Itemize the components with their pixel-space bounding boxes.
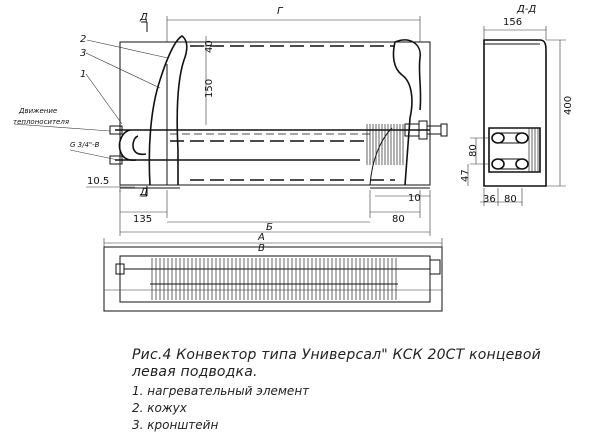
legend-item-bracket: 3. кронштейн [132,418,219,432]
dim-400: 400 [563,96,574,115]
figure-caption: Рис.4 Конвектор типа Универсал" КСК 20СТ… [132,347,592,434]
dim-80-bottom: 80 [392,214,405,225]
dim-135: 135 [133,214,152,225]
dim-a: А [257,232,265,243]
legend-item-casing: 2. кожух [132,401,187,415]
dim-80-section: 80 [504,194,517,205]
caption-title-line1: Рис.4 Конвектор типа Универсал" КСК 20СТ… [132,347,541,363]
dim-b-small: Б [266,222,273,233]
caption-title-line2: левая подводка. [132,364,258,380]
front-view [109,35,448,189]
flow-label-line1: Движение [18,107,57,115]
plan-fins [151,258,397,300]
callout-2: 2 [80,34,86,45]
legend-item-heating-element: 1. нагревательный элемент [132,384,310,398]
dim-36: 36 [483,194,496,205]
side-dimensions [467,26,566,206]
thread-label: G 3/4"-В [70,141,100,149]
front-fins [366,124,404,165]
dim-10-5: 10.5 [87,176,109,187]
dim-156: 156 [503,17,522,28]
section-marker-bottom: Д [139,187,148,198]
section-marker-top: Д [139,12,148,23]
flow-label-line2: теплоносителя [13,118,69,126]
front-dimensions [13,16,431,236]
dim-150: 150 [204,79,215,98]
dim-47: 47 [460,169,471,182]
callout-3: 3 [80,48,86,59]
callout-1: 1 [80,69,86,80]
side-section-view [483,39,547,187]
plan-view [103,246,443,312]
dim-80-side: 80 [468,144,479,157]
plan-dimensions [103,238,443,248]
section-label: Д-Д [516,4,536,15]
dim-v: В [258,243,265,254]
dim-40: 40 [204,40,215,53]
dim-g: Г [277,6,284,17]
side-fins [528,128,539,172]
caption-legend: 1. нагревательный элемент 2. кожух 3. кр… [132,383,592,434]
dim-10: 10 [408,193,421,204]
drawing-labels: Г 40 150 135 80 Б А В 10 10.5 Д-Д 156 40… [13,4,574,254]
